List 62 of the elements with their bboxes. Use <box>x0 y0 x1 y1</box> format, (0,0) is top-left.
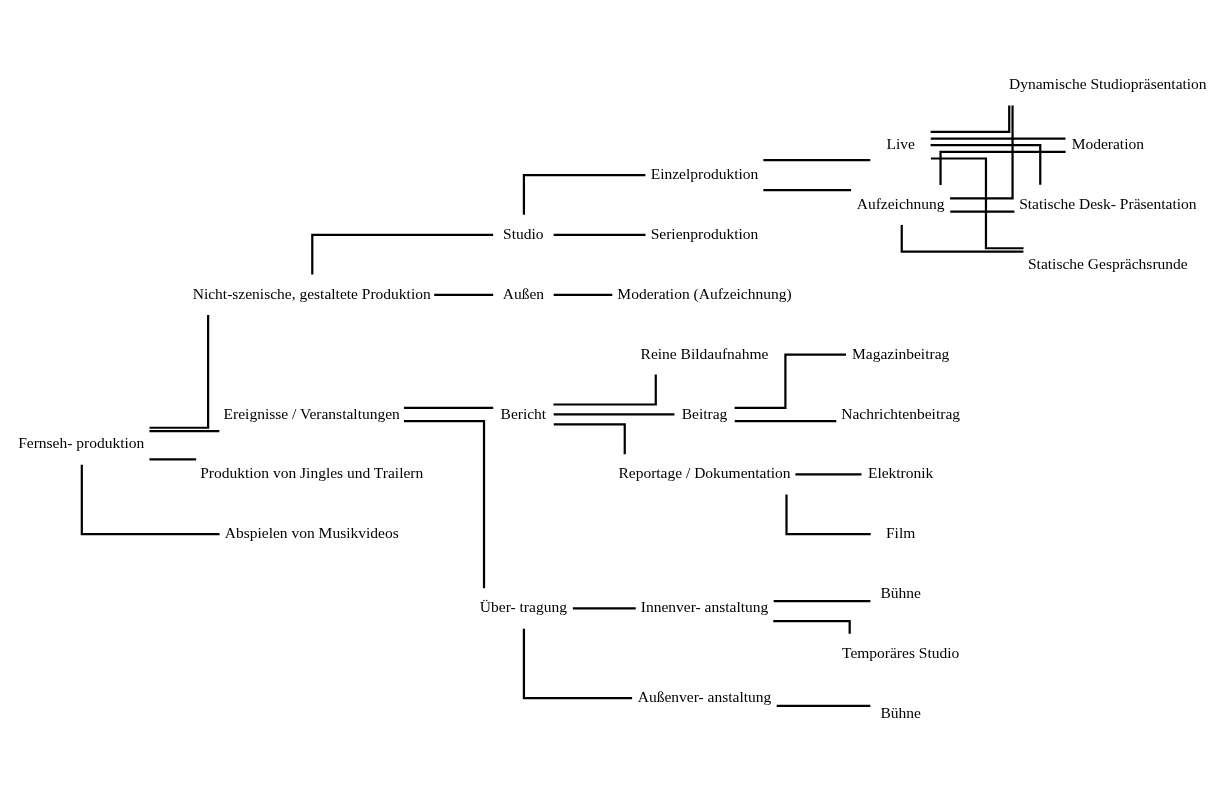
node-text: Moderation (Aufzeichnung) <box>617 284 792 302</box>
connector <box>149 315 210 429</box>
connector <box>572 607 636 610</box>
connector <box>311 233 494 275</box>
connector <box>950 105 1014 200</box>
connector <box>403 420 486 589</box>
connector <box>763 188 852 192</box>
node-text: Innenver- anstaltung <box>640 598 769 616</box>
connector <box>900 225 1024 253</box>
connector <box>522 174 646 215</box>
node-text: Ereignisse / Veranstaltungen <box>223 404 400 422</box>
connector <box>149 429 220 433</box>
node-text: Magazinbeitrag <box>852 344 950 362</box>
connector <box>776 704 871 707</box>
connector <box>773 600 871 603</box>
node-text: Außen <box>502 284 545 302</box>
connector <box>785 494 871 536</box>
connector <box>930 157 1024 250</box>
node-text: Statische Gesprächsrunde <box>1028 254 1188 272</box>
connector <box>434 293 494 296</box>
connector <box>734 420 837 423</box>
node-text: Bericht <box>500 404 547 422</box>
connector <box>553 423 626 455</box>
connector <box>930 137 1066 140</box>
node-text: Fernseh- produktion <box>18 434 145 452</box>
connector <box>930 144 1042 185</box>
node-text: Temporäres Studio <box>841 643 960 661</box>
connector <box>930 105 1011 133</box>
node-text: Statische Desk- Präsentation <box>1019 195 1197 213</box>
connector <box>553 413 675 416</box>
node-text: Elektronik <box>867 464 934 482</box>
node-text: Außenver- anstaltung <box>637 688 772 706</box>
node-text: Aufzeichnung <box>856 195 945 213</box>
node-text: Reportage / Dokumentation <box>618 464 791 482</box>
connector <box>939 150 1066 185</box>
connector <box>80 464 220 536</box>
node-text: Serienproduktion <box>650 225 759 243</box>
connector <box>403 406 494 409</box>
node-text: Über- tragung <box>479 598 567 616</box>
node-text: Bühne <box>880 703 921 721</box>
node-text: Beitrag <box>681 404 728 422</box>
connector <box>734 353 847 409</box>
connector <box>795 473 862 476</box>
connector <box>950 210 1015 213</box>
node-text: Abspielen von Musikvideos <box>224 524 399 542</box>
node-text: Produktion von Jingles und Trailern <box>200 464 424 482</box>
node-text: Film <box>885 524 916 542</box>
node-text: Studio <box>503 225 544 243</box>
connector <box>149 458 197 461</box>
node-text: Live <box>886 135 915 153</box>
node-text: Nicht-szenische, gestaltete Produktion <box>192 284 431 302</box>
node-text: Nachrichtenbeitrag <box>841 404 961 422</box>
connector <box>522 628 633 700</box>
connector <box>553 233 646 237</box>
node-text: Dynamische Studiopräsentation <box>1009 75 1207 93</box>
node-text: Einzelproduktion <box>650 165 759 183</box>
node-text: Reine Bildaufnahme <box>640 344 769 362</box>
connector <box>553 374 657 406</box>
node-text: Bühne <box>880 584 921 602</box>
node-text: Moderation <box>1071 135 1144 153</box>
connector <box>763 159 871 162</box>
connector <box>553 293 613 296</box>
